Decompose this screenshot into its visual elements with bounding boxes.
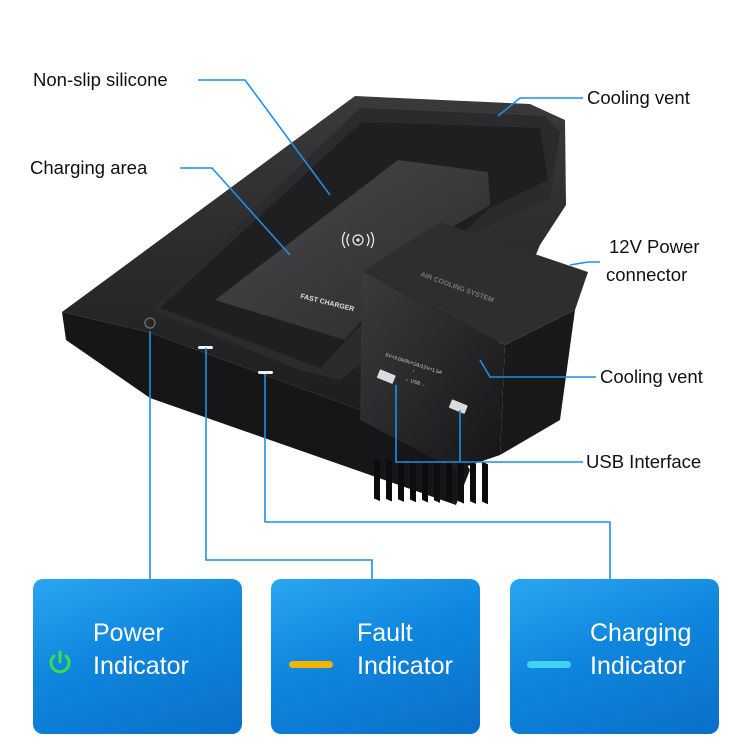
power-icon [49,650,71,674]
fault-indicator-line2: Indicator [357,652,453,680]
callout-non-slip-silicone: Non-slip silicone [33,69,168,90]
callout-usb-interface: USB Interface [586,451,702,472]
callout-power-connector-line1: 12V Power [609,236,700,257]
callout-cooling-vent-top: Cooling vent [587,87,690,108]
leader-lines [149,79,611,579]
power-indicator-card: Power Indicator [33,579,242,734]
charging-bar-icon [527,661,571,668]
vent-slots [374,458,488,505]
charging-indicator-line1: Charging [590,619,692,647]
power-indicator-line1: Power [93,619,164,647]
fault-led [198,346,213,349]
wireless-charging-icon [341,231,375,249]
fault-indicator-line1: Fault [357,619,413,647]
charging-led [258,371,273,374]
usb-port-left [377,369,396,384]
power-indicator-line2: Indicator [93,652,189,680]
charging-indicator-card: Charging Indicator [510,579,719,734]
fault-indicator-card: Fault Indicator [271,579,480,734]
charging-indicator-line2: Indicator [590,652,686,680]
callout-cooling-vent-side: Cooling vent [600,366,703,387]
callout-charging-area: Charging area [30,157,148,178]
power-button-icon [144,317,156,329]
charging-pad: FAST CHARGER [215,160,490,340]
callout-power-connector-line2: connector [606,264,688,285]
fault-bar-icon [289,661,333,668]
usb-port-right [449,399,468,414]
port-spec-line2: ↓ [412,368,415,374]
